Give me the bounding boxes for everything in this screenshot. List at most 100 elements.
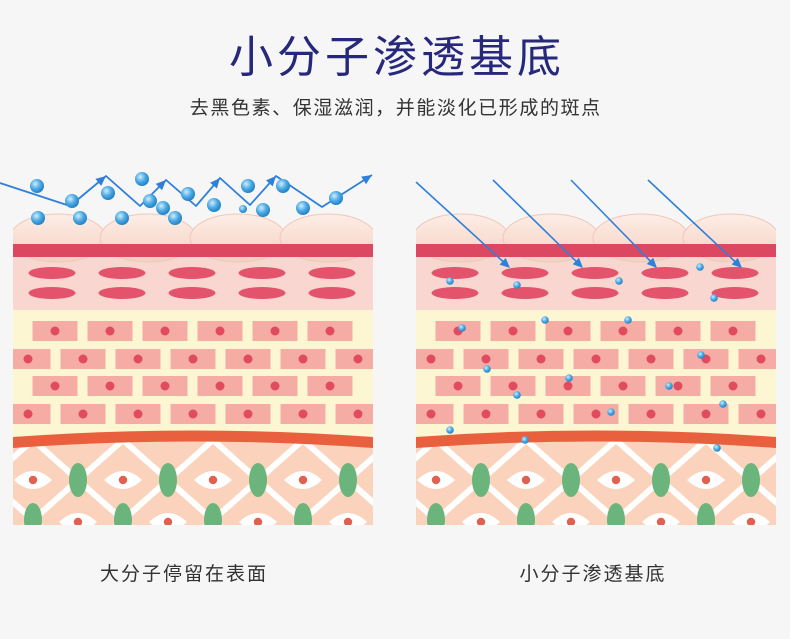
brick-cell-nucleus: [188, 354, 198, 364]
brick-cell-nucleus: [353, 409, 363, 419]
spinous-cell: [431, 287, 479, 299]
brick-cell-nucleus: [728, 326, 738, 336]
brick-cell-nucleus: [105, 381, 115, 391]
brick-cell-nucleus: [756, 409, 766, 419]
brick-cell-nucleus: [481, 354, 491, 364]
eye-cell-nucleus: [389, 476, 397, 484]
brick-cell-nucleus: [563, 381, 573, 391]
large-molecule: [30, 179, 44, 193]
eye-cell-nucleus: [298, 475, 308, 485]
small-molecule: [541, 316, 549, 324]
bounce-path: [0, 174, 373, 208]
spinous-cell: [28, 267, 76, 279]
brick-cells: [13, 321, 373, 424]
eye-cell-nucleus: [253, 517, 263, 525]
brick-cell-nucleus: [78, 409, 88, 419]
eye-cell-nucleus: [701, 475, 711, 485]
skin-panel-left: [0, 213, 397, 531]
brick-cell-nucleus: [646, 409, 656, 419]
large-molecule: [241, 179, 255, 193]
eye-cell: [372, 513, 410, 531]
spinous-cell: [238, 287, 286, 299]
eye-cell-nucleus: [746, 517, 756, 525]
brick-cell-nucleus: [508, 326, 518, 336]
brick-cell-nucleus: [453, 381, 463, 391]
small-molecule: [624, 316, 632, 324]
eye-cell-nucleus: [566, 517, 576, 525]
small-molecules: [446, 263, 727, 452]
page-title: 小分子渗透基底: [229, 32, 565, 83]
spinous-cells: [28, 267, 356, 299]
eye-cell-nucleus: [118, 475, 128, 485]
spinous-layer: [416, 256, 776, 310]
small-molecule: [513, 281, 521, 289]
bounce-arrowhead: [266, 176, 276, 187]
brick-cell-nucleus: [133, 409, 143, 419]
eye-cell-nucleus: [73, 517, 83, 525]
brick-cell-nucleus: [160, 326, 170, 336]
eye-cell-nucleus: [387, 518, 395, 526]
spinous-cell: [308, 267, 356, 279]
dermis-cells: [0, 463, 397, 531]
spinous-cell: [641, 287, 689, 299]
spinous-cell: [641, 267, 689, 279]
small-molecule: [713, 444, 721, 452]
brick-cell-nucleus: [23, 409, 33, 419]
spinous-cell: [308, 287, 356, 299]
brick-cell-nucleus: [270, 326, 280, 336]
brick-cell-nucleus: [536, 409, 546, 419]
spinous-cell: [28, 287, 76, 299]
large-molecule: [329, 191, 343, 205]
brick-cell-nucleus: [728, 381, 738, 391]
spinous-cell: [238, 267, 286, 279]
brick-cell-nucleus: [160, 381, 170, 391]
small-molecule: [710, 294, 718, 302]
brick-cell-nucleus: [426, 409, 436, 419]
stratum-stripe: [13, 244, 373, 257]
green-cell: [204, 503, 222, 525]
small-molecule: [665, 382, 673, 390]
page-subtitle: 去黑色素、保湿滋润，并能淡化已形成的斑点: [189, 97, 602, 119]
green-cell: [24, 503, 42, 525]
caption-small-molecule: 小分子渗透基底: [519, 563, 667, 585]
eye-cell: [0, 513, 7, 531]
brick-cell-nucleus: [50, 381, 60, 391]
green-cell: [159, 463, 177, 497]
brick-cells: [416, 321, 776, 424]
small-molecule: [696, 263, 704, 271]
caption-large-molecule: 大分子停留在表面: [99, 563, 268, 585]
green-cell: [427, 503, 445, 525]
basement-stripe: [13, 430, 373, 448]
penetration-arrowhead: [646, 257, 657, 268]
penetration-arrowhead: [572, 257, 583, 268]
brick-cell-nucleus: [133, 354, 143, 364]
spinous-cell: [711, 267, 759, 279]
large-molecule: [31, 211, 45, 225]
brick-cell-nucleus: [243, 354, 253, 364]
brick-cell-nucleus: [353, 354, 363, 364]
large-molecule: [73, 211, 87, 225]
green-cell: [69, 463, 87, 497]
brick-cell-nucleus: [325, 381, 335, 391]
large-molecule: [239, 205, 247, 213]
bounce-arrowhead: [95, 176, 106, 186]
small-molecule: [446, 277, 454, 285]
brick-cell-nucleus: [298, 354, 308, 364]
green-cell: [294, 503, 312, 525]
brick-cell-nucleus: [78, 354, 88, 364]
brick-cell-nucleus: [673, 381, 683, 391]
brick-cell-nucleus: [756, 354, 766, 364]
green-cell: [607, 503, 625, 525]
large-molecule: [115, 211, 129, 225]
penetration-arrowhead: [499, 257, 510, 268]
eye-cell-nucleus: [343, 517, 353, 525]
brick-cell-nucleus: [646, 354, 656, 364]
brick-cell-nucleus: [325, 326, 335, 336]
small-molecule: [483, 365, 491, 373]
green-cell: [114, 503, 132, 525]
small-molecule: [615, 277, 623, 285]
eye-cell-nucleus: [476, 517, 486, 525]
brick-cell-nucleus: [508, 381, 518, 391]
